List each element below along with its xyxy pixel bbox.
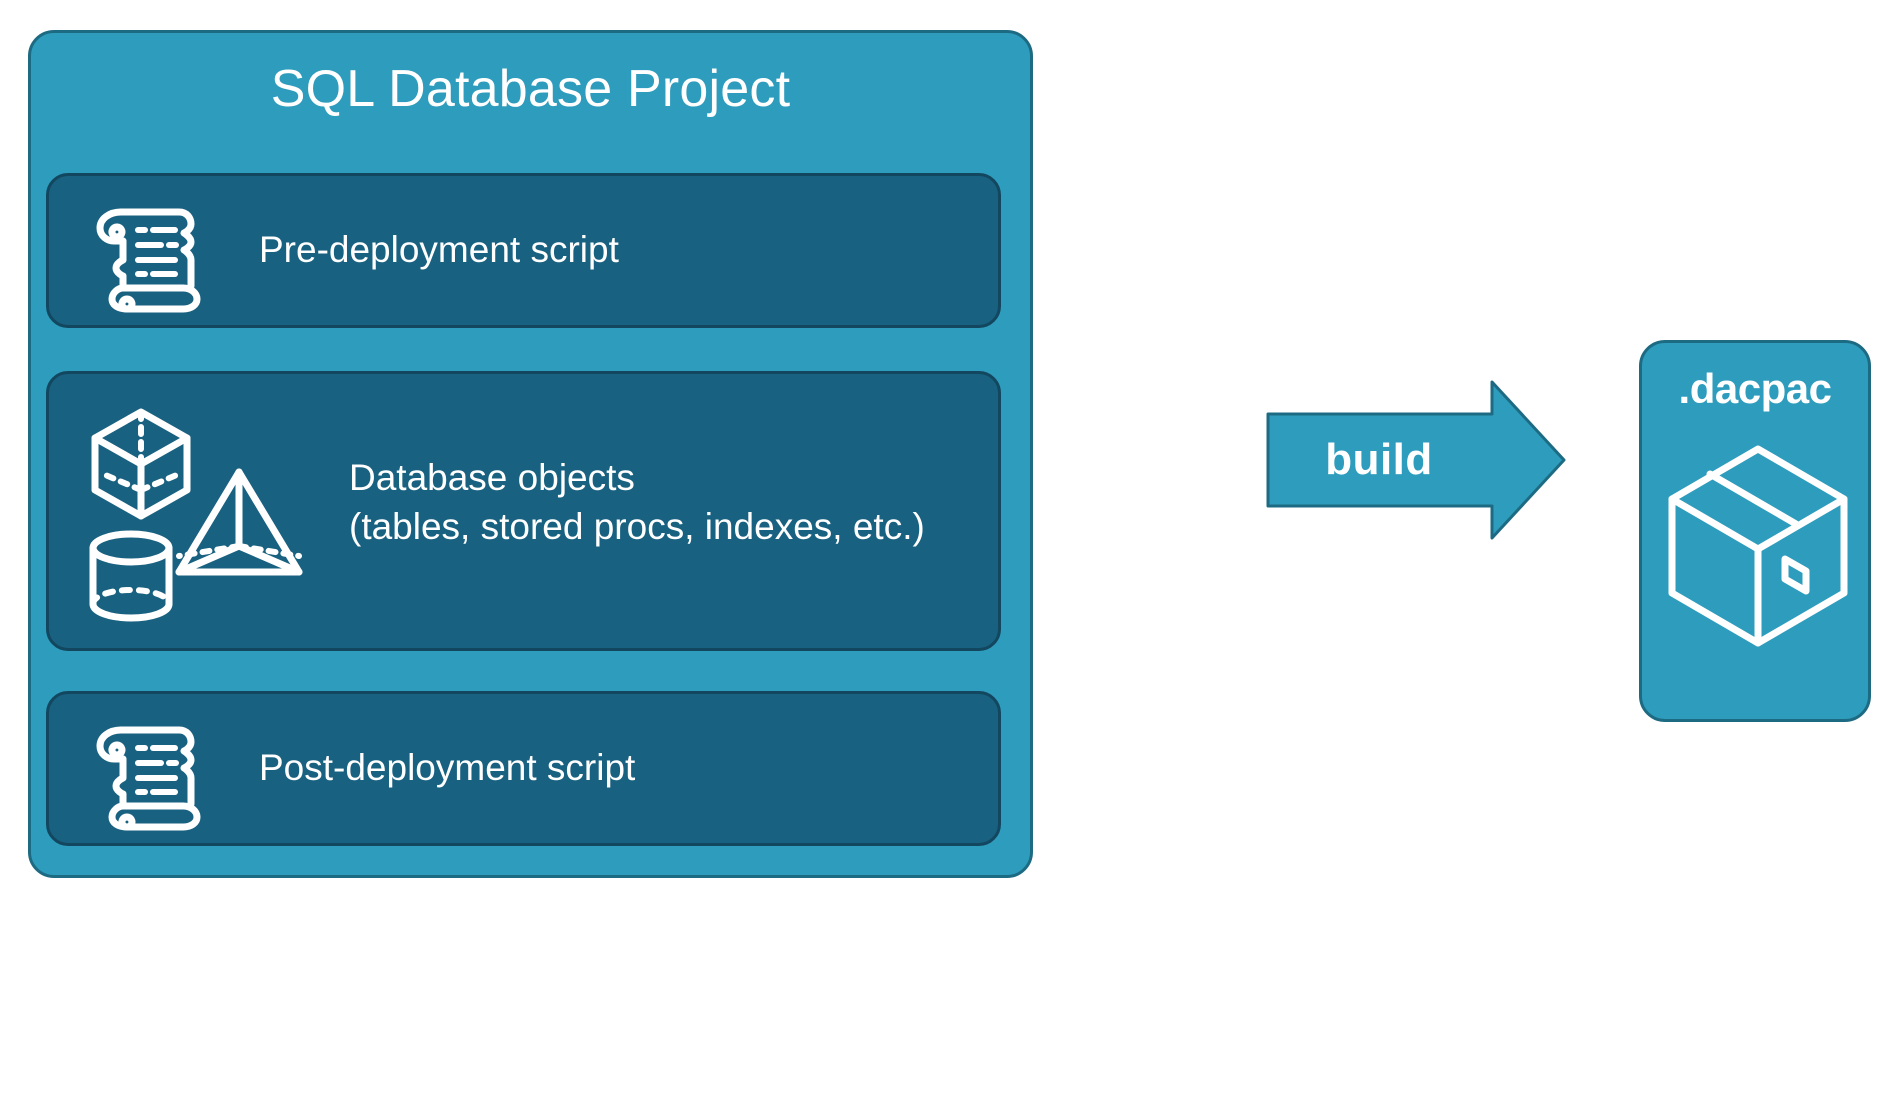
panel-post-deployment[interactable]: Post-deployment script (46, 691, 1001, 846)
dacpac-title: .dacpac (1678, 365, 1832, 412)
panel-database-objects-label: Database objects (tables, stored procs, … (349, 457, 925, 547)
scroll-icon (87, 200, 207, 313)
sql-database-project-card: SQL Database Project (28, 30, 1033, 878)
package-box-icon (1664, 441, 1852, 651)
scroll-icon (87, 718, 207, 831)
panel-pre-deployment-label: Pre-deployment script (259, 229, 619, 270)
panel-pre-deployment[interactable]: Pre-deployment script (46, 173, 1001, 328)
panel-database-objects[interactable]: Database objects (tables, stored procs, … (46, 371, 1001, 651)
panel-post-deployment-label: Post-deployment script (259, 747, 636, 788)
dacpac-output-card: .dacpac (1639, 340, 1871, 722)
shapes-icon (79, 396, 319, 636)
arrow-right-icon (1266, 380, 1566, 540)
page-title: SQL Database Project (270, 60, 791, 118)
